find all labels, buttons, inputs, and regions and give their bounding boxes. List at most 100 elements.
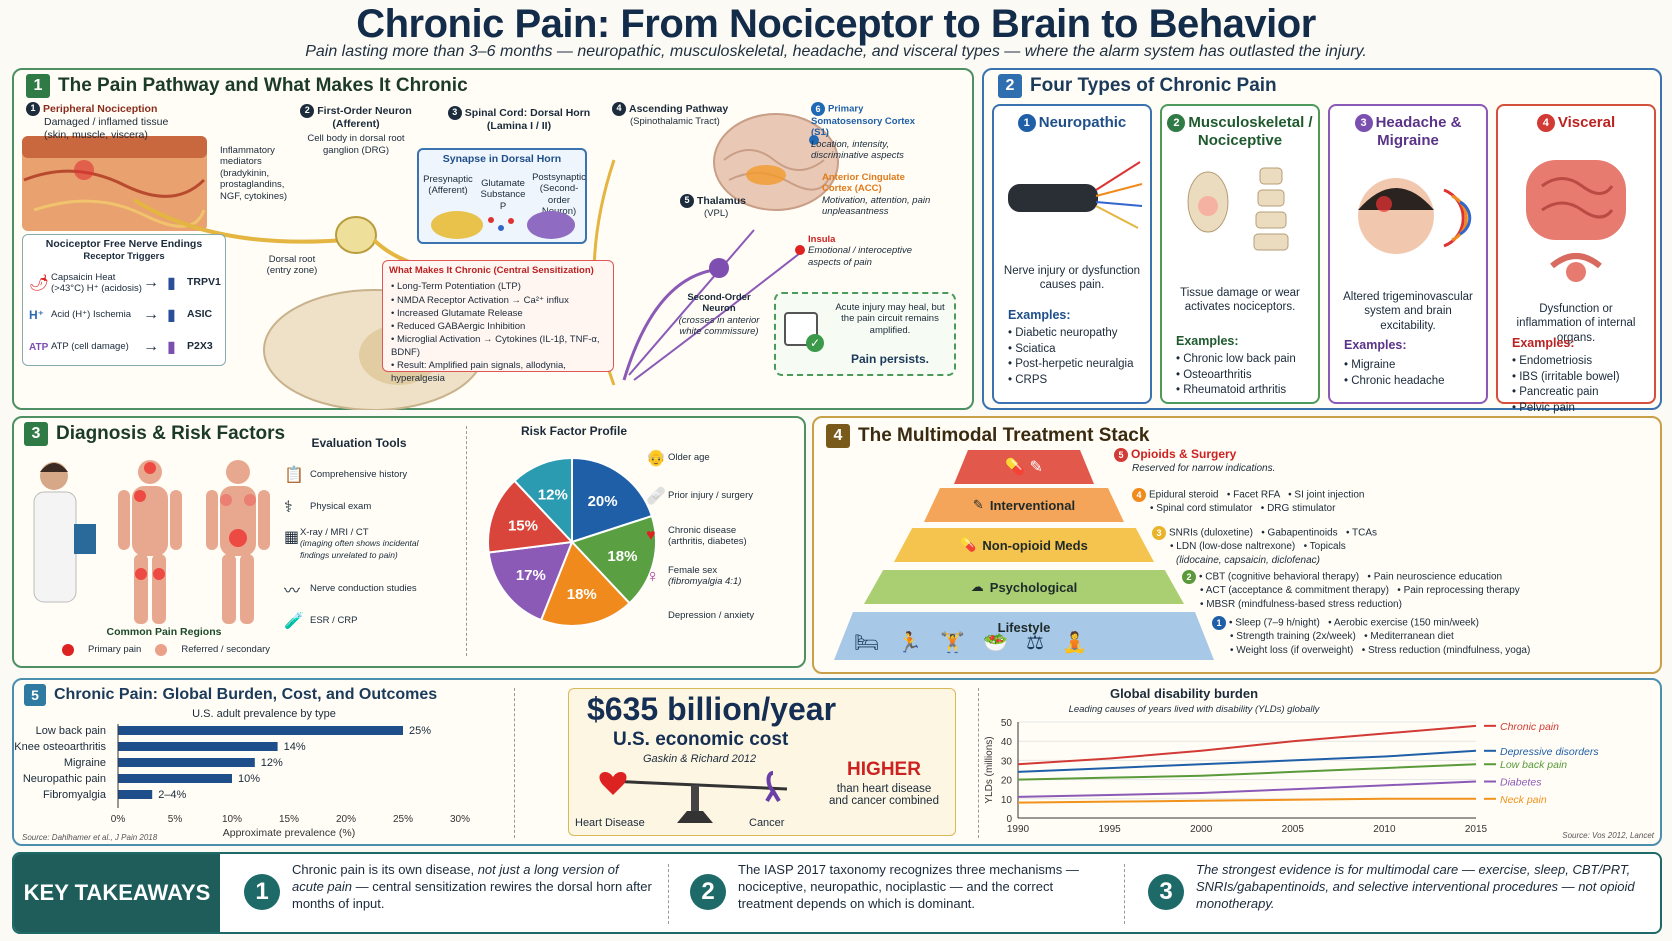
y-axis-label: YLDs (millions): [984, 736, 995, 803]
regions-legend: Primary pain Referred / secondary: [62, 644, 270, 656]
examples-label: Examples:: [1512, 336, 1575, 350]
series-line: [1017, 780, 1477, 798]
higher-subtitle: than heart disease and cancer combined: [829, 783, 939, 807]
lifestyle-icons: 🛏🏃🏋🥗⚖🧘: [854, 630, 1105, 655]
synapse-icon: [431, 211, 575, 239]
receptor-row: ATP ATP (cell damage) → ▮ P2X3: [29, 338, 213, 356]
list-item: 📋Comprehensive history: [284, 467, 408, 484]
receptor-row: 🌶 Capsaicin Heat (>43°C) H⁺ (acidosis) →…: [29, 271, 221, 294]
x-tick-label: 25%: [393, 814, 413, 825]
chart-source: Source: Vos 2012, Lancet: [1562, 831, 1655, 840]
second-order-label: Second-Order Neuron (crosses in anterior…: [678, 292, 760, 338]
channel-icon: ▮: [167, 275, 176, 292]
line-chart-subtitle: Leading causes of years lived with disab…: [1068, 704, 1320, 715]
pie-label: 20%: [588, 493, 618, 510]
pie-label: 15%: [508, 517, 538, 534]
postsynaptic-label: Postsynaptic (Second-order Neuron): [532, 172, 586, 218]
list-item: • NMDA Receptor Activation → Ca²⁺ influx: [391, 294, 569, 306]
cost-value: $635 billion/year: [587, 691, 837, 727]
heart-disease-label: Heart Disease: [575, 817, 645, 829]
section-4-header: 4 The Multimodal Treatment Stack: [826, 424, 1149, 448]
section-burden: 5 Chronic Pain: Global Burden, Cost, and…: [12, 678, 1662, 846]
list-item: • Result: Amplified pain signals, allody…: [391, 360, 566, 385]
list-item: ⚕Physical exam: [284, 499, 372, 516]
section-5-number: 5: [24, 684, 46, 706]
takeaway-3: The strongest evidence is for multimodal…: [1196, 862, 1635, 911]
tier-lifestyle: Lifestyle: [834, 612, 1214, 660]
risk-legend: 👴Older age 🩹Prior injury / surgery ♥Chro…: [646, 440, 802, 636]
bar-value-label: 12%: [261, 757, 283, 769]
bar: [118, 790, 153, 799]
series-line: [1017, 749, 1477, 773]
arrow-icon: →: [143, 338, 159, 355]
head-migraine-icon: [1358, 178, 1472, 254]
examples-list: Chronic low back painOsteoarthritisRheum…: [1176, 352, 1296, 399]
pill-bottle-icon: 💊: [960, 537, 977, 552]
bar: [118, 758, 255, 767]
scale-icon: ⚖: [1026, 632, 1063, 654]
mediators-label: Inflammatory mediators (bradykinin, pros…: [220, 145, 288, 202]
series-line: [1017, 763, 1477, 781]
pie-label: 17%: [516, 567, 546, 584]
glutamate-label: Glutamate Substance P: [480, 178, 526, 212]
legend-label: Neck pain: [1500, 794, 1547, 806]
bar-category-label: Knee osteoarthritis: [14, 741, 106, 753]
receptor-box-title: Nociceptor Free Nerve Endings: [45, 238, 203, 250]
acc-label: Anterior Cingulate Cortex (ACC) Motivati…: [822, 172, 931, 218]
x-tick-label: 2010: [1373, 824, 1396, 835]
brain-icon: ☁: [970, 579, 984, 594]
chili-icon: 🌶: [29, 275, 50, 292]
page-subtitle: Pain lasting more than 3–6 months — neur…: [305, 43, 1367, 60]
running-icon: 🏃: [897, 632, 941, 654]
pie-slice: [570, 514, 657, 605]
x-tick-label: 30%: [450, 814, 470, 825]
list-item: • Increased Glutamate Release: [391, 307, 523, 319]
pie-slice: [487, 540, 574, 622]
thalamus-icon: [709, 258, 729, 278]
series-line: [1017, 797, 1476, 804]
chart-source: Source: Dahlhamer et al., J Pain 2018: [22, 833, 158, 842]
channel-icon: ▮: [167, 339, 176, 356]
skin-tissue-icon: [22, 136, 207, 231]
presynaptic-label: Presynaptic (Afferent): [423, 174, 473, 197]
knee-spine-icon: [1187, 167, 1289, 251]
pie-label: 12%: [538, 487, 568, 504]
receptor-box: Nociceptor Free Nerve Endings Receptor T…: [22, 234, 226, 366]
receptor-list: 🌶 Capsaicin Heat (>43°C) H⁺ (acidosis) →…: [29, 267, 221, 363]
takeaway-1: Chronic pain is its own disease, not jus…: [292, 862, 652, 911]
clipboard-icon: 📋: [284, 467, 304, 484]
y-tick-label: 50: [1001, 718, 1013, 729]
section-2-header: 2 Four Types of Chronic Pain: [998, 74, 1277, 98]
channel-icon: ▮: [167, 307, 176, 324]
section-1-header: 1 The Pain Pathway and What Makes It Chr…: [26, 74, 468, 98]
list-item: ▦X-ray / MRI / CT(imaging often shows in…: [284, 527, 419, 560]
test-tube-icon: 🧪: [284, 613, 304, 630]
drg-icon: [335, 216, 377, 254]
section-4-number: 4: [826, 424, 850, 448]
y-tick-label: 0: [1006, 814, 1012, 825]
arrow-icon: →: [143, 306, 159, 323]
bar-value-label: 10%: [238, 773, 260, 785]
receptor-box-subtitle: Receptor Triggers: [83, 251, 165, 263]
section-2-title: Four Types of Chronic Pain: [1030, 75, 1277, 96]
spinothalamic-tract-icon: [622, 268, 715, 381]
risk-pie-chart: 20%18%18%17%15%12%: [487, 456, 657, 627]
card-desc: Nerve injury or dysfunction causes pain.: [1003, 265, 1141, 292]
list-item: • Long-Term Potentiation (LTP): [391, 281, 521, 293]
tier-nonopioid: 💊Non-opioid Meds: [894, 528, 1154, 562]
arrow-icon: →: [143, 274, 159, 291]
check-icon: ✓: [806, 334, 824, 352]
x-tick-label: 20%: [336, 814, 356, 825]
